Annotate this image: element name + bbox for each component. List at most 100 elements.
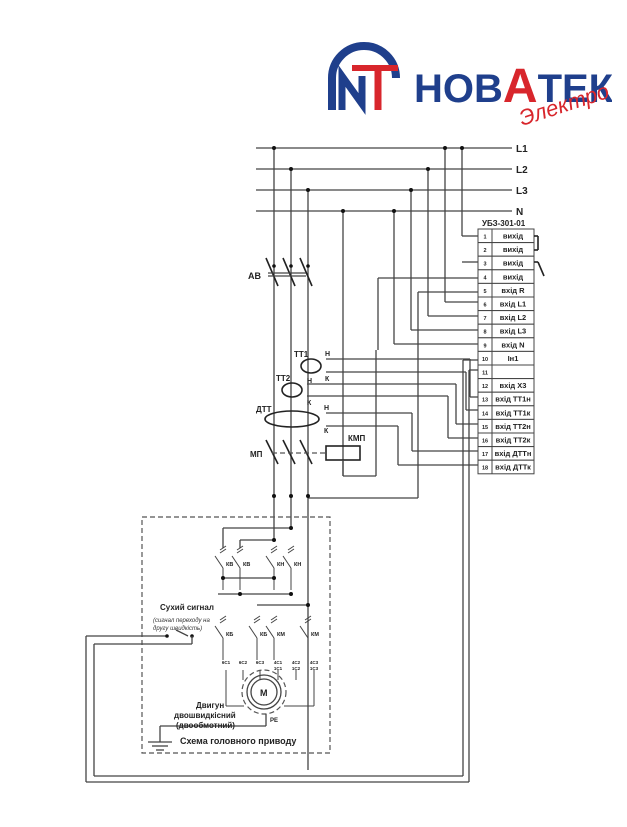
terminal-row: 16 вхід ТТ2к [477,432,535,448]
bus-label-l3: L3 [516,186,528,197]
ct1-end-mark: К [325,376,330,383]
terminal-number: 17 [482,452,488,458]
terminal-number: 2 [483,248,486,254]
contact-label: КБ [226,632,233,638]
terminal-label: вхід ТТ1н [495,395,531,404]
terminal-number: 3 [483,262,486,268]
magnetic-starter: МП КМП [250,350,377,498]
dct-start-mark: Н [324,405,329,412]
terminal-row: 15 вхід ТТ2н [477,418,535,434]
winding-label: 4С2 [292,660,301,665]
contact-label: КМ [311,632,319,638]
contactor-contact: КБ [248,615,267,660]
terminal-number: 8 [483,330,486,336]
ct2-icon [281,382,303,398]
terminal-row: 12 вхід Х3 [477,378,535,393]
terminal-row: 6 вхід L1 [477,296,535,312]
brand-part1: НОВ [414,67,503,111]
terminal-label: Iн1 [508,354,519,363]
bus-label-l2: L2 [516,165,528,176]
winding-label: 4С3 [310,660,319,665]
terminal-row: 5 вхід R [477,282,535,298]
terminal-number: 5 [483,289,486,295]
terminal-label: вхід ДТТк [495,463,531,472]
terminal-label: вхід L1 [500,300,526,309]
motor-label: М [260,688,268,698]
terminal-number: 6 [483,303,486,309]
terminal-number: 12 [482,384,488,390]
terminal-row: 8 вхід L3 [477,323,535,339]
terminal-row: 18 вхід ДТТк [477,459,535,475]
contact-label: КВ [243,562,250,568]
terminal-label: вхід ДТТн [495,449,532,458]
circuit-breaker-av: АВ [248,257,313,287]
terminal-label: вихід [503,245,523,254]
terminal-number: 18 [482,466,488,472]
motor-desc-1: Двигун [196,701,224,710]
terminal-row: 11 [477,364,535,380]
terminal-row: 14 вхід ТТ1к [477,405,535,420]
terminal-number: 10 [482,357,488,363]
contactor-contact: КВ [214,545,233,590]
bus-label-n: N [516,207,523,218]
terminal-number: 13 [482,398,488,404]
device-model: УБЗ-301-01 [482,219,526,228]
terminal-row: 2 вихід [477,242,535,257]
dry-signal-note-2: другу швидкість) [153,626,202,632]
terminal-row: 13 вхід ТТ1н [477,391,535,407]
contactor-contact: КМ [265,615,285,660]
contact-label: КН [294,562,301,568]
bus-lines: L1 L2 L3 N [256,144,528,218]
contact-label: КВ [226,562,233,568]
contact-label: КМ [277,632,285,638]
ct1-start-mark: Н [325,351,330,358]
motor-icon [250,678,278,706]
current-transformers: ТТ1 Н К ТТ2 Н К ДТТ Н К [256,350,478,466]
contactor-contact: КН [265,545,284,590]
terminal-label: вхід ТТ2н [495,422,531,431]
breaker-label: АВ [248,271,261,281]
novatek-logo: НОВАТЕК Электро [328,42,612,130]
terminal-number: 7 [483,316,486,322]
terminal-label: вхід L3 [500,327,526,336]
terminal-row: 10 Iн1 [477,350,535,366]
dry-signal: Сухий сигнал (сигнал переходу на другу ш… [85,359,478,783]
bus-label-l1: L1 [516,144,528,155]
phase-conductors [272,146,478,770]
contact-label: КБ [260,632,267,638]
contactor-contact: КВ [231,545,250,590]
dry-signal-title: Сухий сигнал [160,603,214,612]
terminal-label: вхід ТТ1к [496,408,531,417]
terminal-number: 4 [483,275,487,281]
terminal-label: вхід R [501,286,525,295]
terminal-number: 15 [482,425,488,431]
terminal-label: вхід Х3 [500,381,527,390]
coil-label: КМП [348,434,366,443]
winding-label: 4С1 [274,660,283,665]
winding-label: 1С2 [292,666,301,671]
terminal-row: 3 вихід [477,255,535,271]
terminal-row: 17 вхід ДТТн [477,446,535,461]
contactor-contact: КМ [299,615,319,660]
terminal-number: 16 [482,439,488,445]
svg-text:НОВАТЕК: НОВАТЕК [414,60,612,113]
pe-label: PE [270,718,278,724]
terminal-number: 14 [482,411,489,417]
starter-label: МП [250,450,263,459]
winding-label: 1С3 [310,666,319,671]
logo-mark-icon [328,42,400,115]
terminal-label: вихід [503,259,523,268]
ct1-icon [300,358,322,374]
terminal-number: 1 [483,235,486,241]
terminal-number: 9 [483,343,486,349]
dry-signal-note-1: (сигнал переходу на [153,618,210,624]
winding-label: 6С1 [222,660,231,665]
terminal-label: вхід ТТ2к [496,436,531,445]
ct2-end-mark: К [307,400,312,407]
brand-part2: ТЕК [538,67,612,111]
contactor-contact: КН [282,545,301,590]
